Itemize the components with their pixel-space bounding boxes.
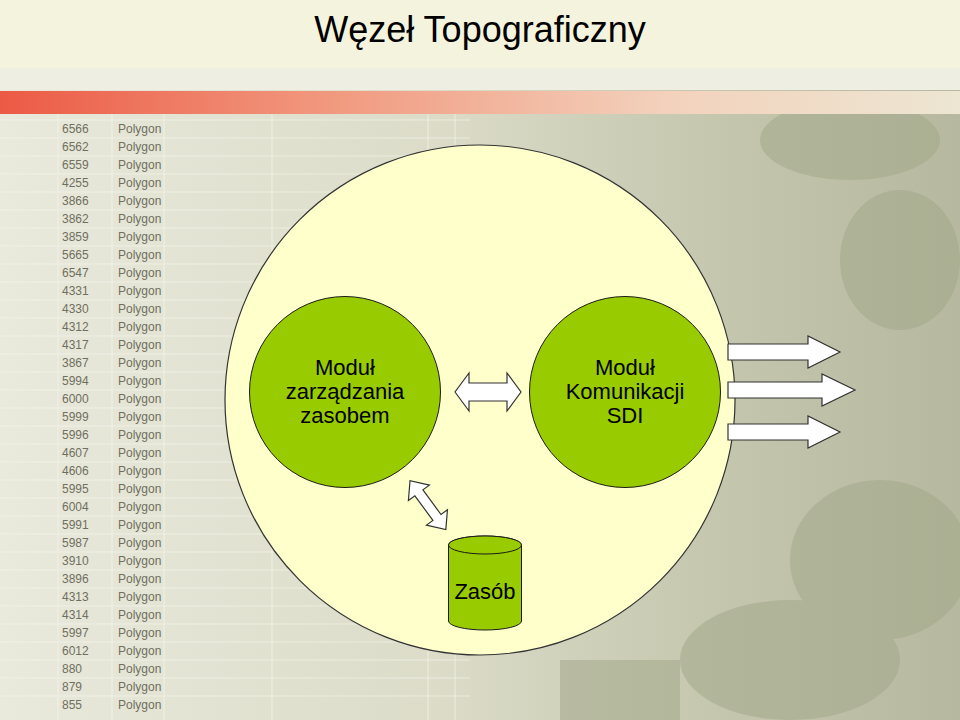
table-cell: 3910: [62, 554, 89, 568]
table-cell: Polygon: [118, 698, 161, 712]
table-cell: 6000: [62, 392, 89, 406]
node-boundary-circle: [225, 145, 735, 655]
table-cell: Polygon: [118, 266, 161, 280]
table-cell: Polygon: [118, 500, 161, 514]
table-cell: Polygon: [118, 248, 161, 262]
table-cell: 5987: [62, 536, 89, 550]
table-cell: 4313: [62, 590, 89, 604]
table-cell: Polygon: [118, 518, 161, 532]
table-cell: 6012: [62, 644, 89, 658]
table-cell: Polygon: [118, 446, 161, 460]
table-cell: 3862: [62, 212, 89, 226]
table-cell: Polygon: [118, 608, 161, 622]
title-band: [0, 0, 960, 68]
table-cell: Polygon: [118, 536, 161, 550]
table-cell: 5994: [62, 374, 89, 388]
node-label: Zasób: [454, 580, 515, 604]
table-cell: Polygon: [118, 644, 161, 658]
node-label: Moduł zarządzania zasobem: [270, 356, 420, 427]
table-cell: Polygon: [118, 320, 161, 334]
block-arrow: [455, 373, 521, 411]
module-circle: Moduł Komunikacji SDI: [529, 296, 721, 488]
table-cell: Polygon: [118, 176, 161, 190]
table-cell: 855: [62, 698, 82, 712]
table-cell: Polygon: [118, 662, 161, 676]
title-gap: [0, 68, 960, 90]
table-cell: 4607: [62, 446, 89, 460]
table-cell: Polygon: [118, 356, 161, 370]
table-cell: 6559: [62, 158, 89, 172]
table-cell: Polygon: [118, 212, 161, 226]
table-cell: Polygon: [118, 680, 161, 694]
table-cell: 3867: [62, 356, 89, 370]
node-label: Moduł Komunikacji SDI: [550, 356, 700, 427]
table-cell: 880: [62, 662, 82, 676]
table-cell: Polygon: [118, 626, 161, 640]
resource-cylinder: Zasób: [448, 536, 522, 630]
table-cell: 5997: [62, 626, 89, 640]
table-cell: 6004: [62, 500, 89, 514]
table-cell: 3866: [62, 194, 89, 208]
module-circle: Moduł zarządzania zasobem: [249, 296, 441, 488]
table-cell: Polygon: [118, 140, 161, 154]
table-cell: 4317: [62, 338, 89, 352]
table-cell: Polygon: [118, 230, 161, 244]
table-cell: Polygon: [118, 572, 161, 586]
table-cell: 5665: [62, 248, 89, 262]
table-cell: 6566: [62, 122, 89, 136]
table-cell: 3896: [62, 572, 89, 586]
table-ground: [0, 68, 960, 720]
table-cell: 4312: [62, 320, 89, 334]
table-cell: Polygon: [118, 158, 161, 172]
table-cell: Polygon: [118, 374, 161, 388]
table-cell: Polygon: [118, 410, 161, 424]
table-cell: 5991: [62, 518, 89, 532]
table-cell: 5995: [62, 482, 89, 496]
table-cell: Polygon: [118, 464, 161, 478]
table-cell: Polygon: [118, 428, 161, 442]
table-cell: Polygon: [118, 122, 161, 136]
table-cell: Polygon: [118, 284, 161, 298]
table-cell: 4314: [62, 608, 89, 622]
table-cell: Polygon: [118, 590, 161, 604]
table-cell: Polygon: [118, 554, 161, 568]
table-cell: Polygon: [118, 338, 161, 352]
table-cell: Polygon: [118, 302, 161, 316]
table-cell: 6562: [62, 140, 89, 154]
table-cell: 5996: [62, 428, 89, 442]
table-cell: 3859: [62, 230, 89, 244]
table-cell: Polygon: [118, 194, 161, 208]
slide-title: Węzeł Topograficzny: [0, 8, 960, 52]
table-cell: 4255: [62, 176, 89, 190]
table-cell: 4331: [62, 284, 89, 298]
table-cell: 4330: [62, 302, 89, 316]
table-cell: 4606: [62, 464, 89, 478]
table-cell: Polygon: [118, 482, 161, 496]
table-cell: 5999: [62, 410, 89, 424]
output-arrows: [728, 336, 855, 448]
block-arrow: [408, 481, 447, 530]
table-cell: Polygon: [118, 392, 161, 406]
table-cell: 6547: [62, 266, 89, 280]
table-cell: 879: [62, 680, 82, 694]
red-stripe: [0, 91, 960, 114]
